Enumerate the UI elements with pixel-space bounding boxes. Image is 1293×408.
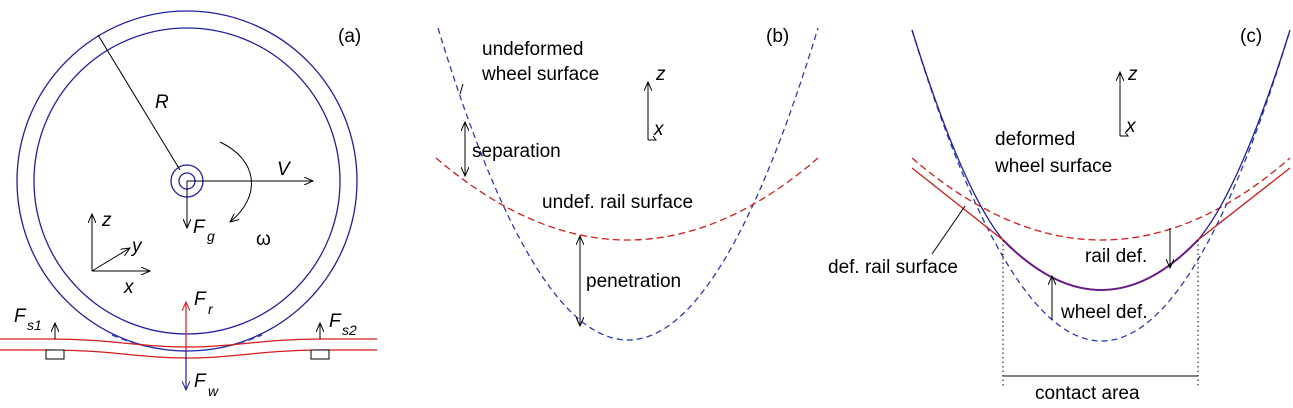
sleeper-left <box>45 349 65 360</box>
deformed-label-line1: deformed <box>995 129 1075 150</box>
wheel-inner-circle <box>33 27 341 335</box>
contact-area-label: contact area <box>1035 383 1140 404</box>
wheel-force-subscript: w <box>208 383 219 399</box>
rotation-arrow <box>219 141 253 222</box>
velocity-label: V <box>277 159 292 180</box>
undeformed-wheel-surface <box>437 27 819 341</box>
c-undeformed-rail <box>911 157 1291 241</box>
def-rail-label: def. rail surface <box>828 257 958 278</box>
undeformed-leader <box>459 83 464 95</box>
rail-bottom-line <box>0 349 377 359</box>
panel-a: (a) R V F g ω z y x <box>0 10 377 399</box>
c-axis-z-label: z <box>1127 64 1138 85</box>
axis-y-label: y <box>130 236 143 257</box>
sleeper-right <box>310 349 330 360</box>
undeformed-rail-surface <box>435 157 819 241</box>
undef-rail-label: undef. rail surface <box>542 192 693 213</box>
deformed-rail-surface <box>911 167 1291 291</box>
spring1-subscript: s1 <box>27 317 42 333</box>
wheel-undeformed-bottom <box>111 334 263 352</box>
rail-def-label: rail def. <box>1085 246 1147 267</box>
rail-force-subscript: r <box>208 301 214 317</box>
spring2-label: F <box>329 311 342 332</box>
gravity-label: F <box>193 217 206 238</box>
spring1-label: F <box>14 306 27 327</box>
separation-label: separation <box>472 141 561 162</box>
radius-label: R <box>155 92 169 113</box>
b-axis-x-arrow <box>648 135 657 141</box>
rail-top-line <box>0 338 377 348</box>
wheel-outer-circle <box>16 10 358 352</box>
c-undeformed-wheel <box>911 29 1291 342</box>
b-axis-z-label: z <box>655 64 666 85</box>
axis-x-label: x <box>123 277 135 298</box>
panel-a-tag: (a) <box>338 26 361 47</box>
penetration-label: penetration <box>586 271 681 292</box>
panel-b-tag: (b) <box>766 26 789 47</box>
undeformed-label-line2: wheel surface <box>481 64 599 85</box>
gravity-subscript: g <box>207 228 215 244</box>
def-rail-leader <box>931 205 966 255</box>
axis-z-label: z <box>101 210 112 231</box>
panel-b: (b) undeformed wheel surface separation … <box>435 26 819 341</box>
c-axis-x-label: x <box>1125 116 1137 137</box>
omega-label: ω <box>256 229 271 250</box>
b-axis-x-label: x <box>653 119 665 140</box>
axis-y-arrow <box>91 248 130 272</box>
wheel-def-label: wheel def. <box>1060 302 1148 323</box>
panel-c-tag: (c) <box>1240 26 1262 47</box>
wheel-force-label: F <box>194 371 207 392</box>
undeformed-label-line1: undeformed <box>482 39 583 60</box>
c-axis-x-arrow <box>1120 131 1129 137</box>
panel-c: (c) deformed wheel surface def. rail sur… <box>828 26 1291 404</box>
rail-force-label: F <box>194 289 207 310</box>
radius-line <box>97 34 181 171</box>
spring2-subscript: s2 <box>342 322 357 338</box>
deformed-label-line2: wheel surface <box>994 156 1112 177</box>
